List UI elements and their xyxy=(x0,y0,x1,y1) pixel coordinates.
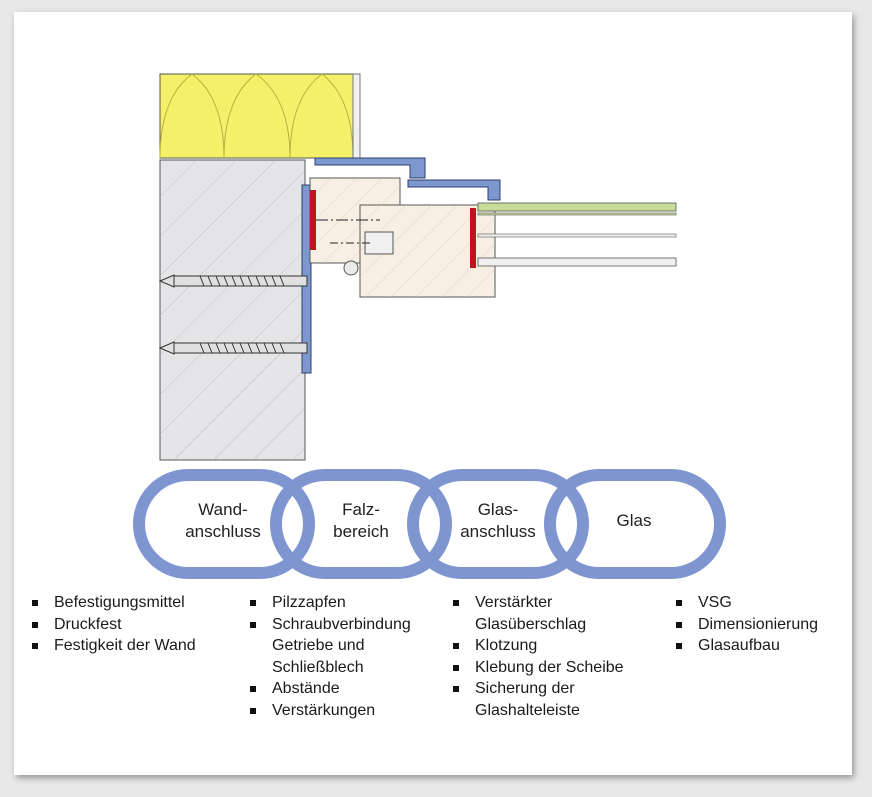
list-item-text: Verstärkungen xyxy=(272,701,376,719)
bullet-icon xyxy=(453,643,459,650)
list-item: Dimensionierung xyxy=(676,614,818,636)
criteria-list-glas: VSG Dimensionierung Glasaufbau xyxy=(676,592,818,657)
list-item: Druckfest xyxy=(32,614,196,636)
bullet-icon xyxy=(250,600,256,606)
list-item: Abstände xyxy=(250,678,411,700)
chain-label-line: Glas xyxy=(616,511,652,530)
bullet-icon xyxy=(32,621,38,628)
chain-label-line: Falz- xyxy=(342,500,380,519)
bullet-icon xyxy=(250,621,256,628)
list-item-text: Sicherung der xyxy=(475,680,575,698)
list-item: Glasaufbau xyxy=(676,635,818,657)
chain-label-line: bereich xyxy=(333,522,389,541)
bullet-icon xyxy=(250,686,256,693)
list-item: Klotzung xyxy=(453,635,624,657)
glazing-unit xyxy=(477,202,677,267)
bullet-icon xyxy=(250,707,256,714)
list-item-text: Klebung der Scheibe xyxy=(475,658,624,676)
masonry-wall xyxy=(159,159,306,461)
list-item-text: Druckfest xyxy=(54,615,122,633)
list-item: Klebung der Scheibe xyxy=(453,657,624,679)
list-item-text: Befestigungsmittel xyxy=(54,594,185,611)
list-item-text: Glasaufbau xyxy=(698,637,780,655)
list-item: Pilzzapfen xyxy=(250,592,411,614)
bullet-icon xyxy=(453,600,459,606)
chain-link-glasanschluss xyxy=(407,469,589,579)
list-item: Verstärkungen xyxy=(250,700,411,722)
window-sash-wood xyxy=(316,204,496,298)
bullet-icon xyxy=(676,600,682,606)
list-item-text: Schraubverbindung xyxy=(272,615,411,633)
list-item: Festigkeit der Wand xyxy=(32,635,196,657)
list-item-text: Dimensionierung xyxy=(698,615,819,633)
chain-label-falzbereich: Falz- bereich xyxy=(306,499,416,543)
list-item-text: Getriebe und xyxy=(272,637,365,655)
list-item-text: Glashalteleiste xyxy=(475,701,580,719)
chain-label-wandanschluss: Wand- anschluss xyxy=(168,499,278,543)
list-item-text: Verstärkter xyxy=(475,594,553,611)
insulation-layer xyxy=(159,73,361,159)
chain-link-falzbereich xyxy=(270,469,452,579)
list-item-text: Abstände xyxy=(272,680,340,698)
frame-metal-profiles xyxy=(314,157,501,201)
bullet-icon xyxy=(32,600,38,606)
list-item-text: Pilzzapfen xyxy=(272,594,346,611)
list-item: Befestigungsmittel xyxy=(32,592,196,614)
list-item-text: Klotzung xyxy=(475,637,538,655)
bullet-icon xyxy=(676,621,682,628)
chain-label-line: anschluss xyxy=(185,522,261,541)
fixing-screw-upper xyxy=(158,274,308,288)
chain-label-glasanschluss: Glas- anschluss xyxy=(443,499,553,543)
chain-diagram xyxy=(133,469,726,579)
chain-link-wandanschluss xyxy=(133,469,315,579)
list-item-text: Schließblech xyxy=(272,658,364,676)
criteria-list-wandanschluss: Befestigungsmittel Druckfest Festigkeit … xyxy=(32,592,196,657)
fixing-screw-lower xyxy=(158,341,308,355)
list-item-text: Festigkeit der Wand xyxy=(54,637,196,655)
chain-label-line: Glas- xyxy=(477,500,519,519)
bullet-icon xyxy=(453,686,459,693)
chain-label-line: anschluss xyxy=(460,522,536,541)
bullet-icon xyxy=(32,643,38,650)
list-item: VSG xyxy=(676,592,818,614)
list-item-text: VSG xyxy=(698,594,732,611)
chain-label-line: Wand- xyxy=(198,500,248,519)
chain-label-glas: Glas xyxy=(579,510,689,532)
bullet-icon xyxy=(676,643,682,650)
bullet-icon xyxy=(453,664,459,671)
chain-link-glas xyxy=(544,469,726,579)
figure-card xyxy=(14,12,852,775)
list-item-text: Glasüberschlag xyxy=(475,615,587,633)
